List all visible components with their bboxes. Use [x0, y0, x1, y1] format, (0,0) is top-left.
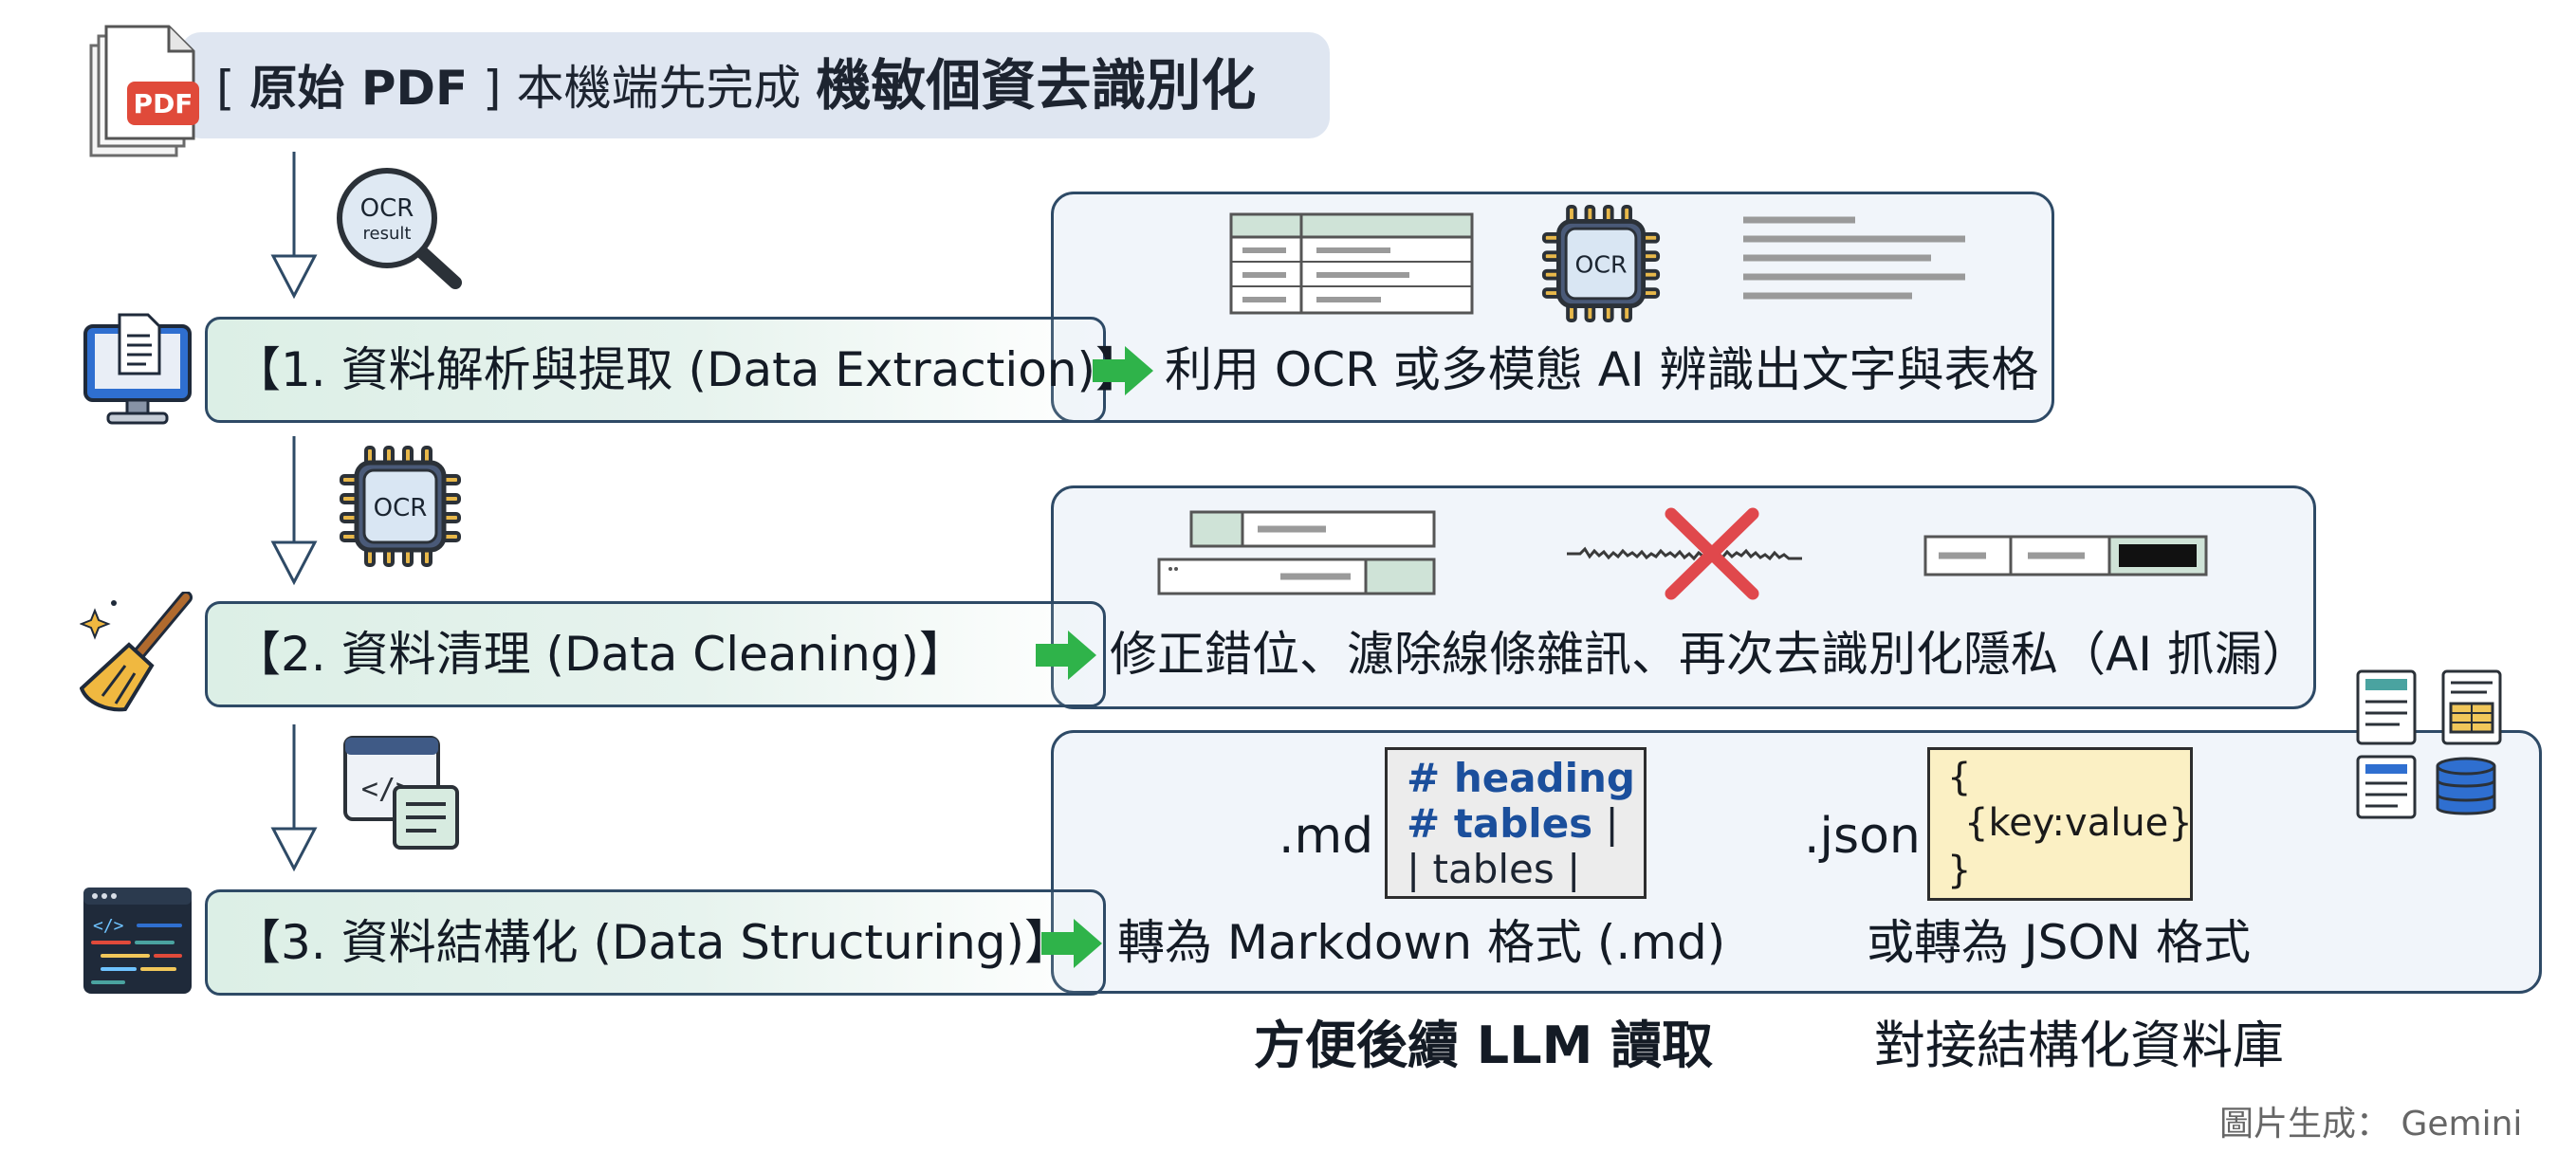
json-open-brace: { — [1947, 756, 1972, 799]
clean-row-icon — [1923, 535, 2208, 576]
step1-description: 利用 OCR 或多模態 AI 辨識出文字與表格 — [1165, 342, 2039, 397]
page-title: [ 原始 PDF ] 本機端先完成 機敏個資去識別化 — [216, 49, 1256, 124]
md-tables-line: # tables | — [1407, 801, 1619, 847]
ocr-magnifier-icon: OCR result — [337, 168, 462, 289]
step3-description-json: 或轉為 JSON 格式 — [1867, 915, 2252, 970]
broom-icon — [80, 592, 193, 712]
code-editor-tag: </> — [93, 916, 124, 936]
misaligned-rows-icon — [1157, 510, 1436, 595]
title-bracket-open: [ — [216, 61, 235, 116]
step2-label-bar — [205, 601, 1106, 707]
step2-green-arrow-icon — [1036, 631, 1096, 680]
image-credit: 圖片生成： Gemini — [2219, 1096, 2522, 1145]
step1-panel — [1051, 192, 2054, 423]
json-sample-box: { {key:value} } — [1927, 747, 2193, 901]
step3-green-arrow-icon — [1041, 919, 1102, 968]
title-bracket-close: ] — [483, 61, 502, 116]
md-table-row-line: | tables | — [1407, 846, 1581, 892]
title-lead-text: 本機端先完成 — [516, 61, 801, 116]
code-editor-icon: </> — [83, 888, 192, 994]
pdf-document-icon: PDF — [89, 25, 199, 157]
title-pdf-label: 原始 PDF — [249, 61, 469, 116]
title-emphasis-text: 機敏個資去識別化 — [816, 53, 1257, 118]
md-subtitle: 方便後續 LLM 讀取 — [1254, 1016, 1714, 1075]
step1-label: 【1. 資料解析與提取 (Data Extraction)】 — [233, 342, 1144, 397]
credit-label: 圖片生成： — [2219, 1105, 2391, 1144]
flow-down-arrows — [270, 152, 318, 872]
md-extension-label: .md — [1279, 808, 1374, 865]
ocr-chip-label: OCR — [374, 494, 428, 522]
monitor-document-icon — [83, 313, 192, 425]
step1-green-arrow-icon — [1093, 346, 1153, 395]
pdf-badge-text: PDF — [134, 88, 193, 119]
panel-ocr-chip-label: OCR — [1575, 251, 1628, 279]
panel-ocr-chip-icon: OCR — [1541, 204, 1661, 323]
step3-label: 【3. 資料結構化 (Data Structuring)】 — [233, 915, 1073, 970]
code-window-icon: </> — [343, 736, 459, 850]
json-close-brace: } — [1947, 849, 1972, 892]
step2-description: 修正錯位、濾除線條雜訊、再次去識別化隱私（AI 抓漏） — [1110, 627, 2309, 682]
table-icon — [1229, 212, 1474, 315]
title-banner — [180, 32, 1330, 138]
json-extension-label: .json — [1804, 808, 1921, 865]
md-heading-line: # heading — [1407, 755, 1635, 801]
json-subtitle: 對接結構化資料庫 — [1874, 1016, 2284, 1075]
step3-panel — [1051, 730, 2542, 994]
ocr-result-label: result — [363, 224, 412, 244]
md-tables-heading: # tables — [1407, 800, 1593, 847]
ocr-magnifier-label: OCR — [360, 194, 414, 223]
step3-label-bar — [205, 889, 1106, 996]
md-tables-pipe: | — [1605, 800, 1619, 847]
step2-label: 【2. 資料清理 (Data Cleaning)】 — [233, 627, 966, 682]
credit-source: Gemini — [2401, 1105, 2523, 1144]
step3-description-md: 轉為 Markdown 格式 (.md) — [1117, 915, 1726, 970]
step1-label-bar — [205, 317, 1106, 423]
database-cluster-icon — [2356, 669, 2502, 819]
noise-removed-icon — [1567, 507, 1802, 600]
json-key-value: {key:value} — [1964, 801, 2193, 845]
markdown-sample-box: # heading # tables | | tables | — [1385, 747, 1647, 899]
text-lines-icon — [1743, 216, 1965, 300]
ocr-chip-icon: OCR — [340, 446, 461, 567]
